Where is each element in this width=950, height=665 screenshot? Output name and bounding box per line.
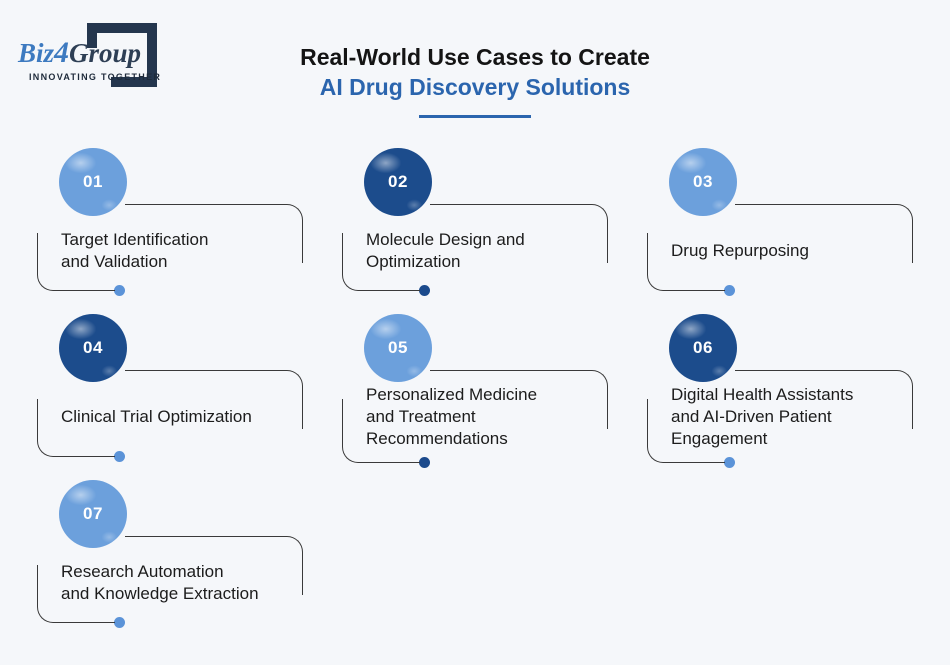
connector-bottom-bracket	[37, 565, 115, 623]
use-case-label: Clinical Trial Optimization	[61, 407, 252, 426]
connector-dot	[724, 285, 735, 296]
step-number: 04	[83, 338, 103, 357]
step-number: 07	[83, 504, 103, 523]
title-underline	[419, 115, 531, 118]
logo-mark-square	[147, 23, 157, 87]
connector-dot	[114, 617, 125, 628]
step-number: 02	[388, 172, 408, 191]
logo-wordmark: Biz4Group	[18, 36, 142, 69]
use-case-item: 04 Clinical Trial Optimization	[30, 314, 335, 479]
connector-dot	[114, 285, 125, 296]
connector-top-bracket	[125, 536, 303, 595]
use-case-item: 02 Molecule Design and Optimization	[335, 148, 640, 313]
step-number-badge: 05	[364, 314, 432, 382]
use-case-item: 03 Drug Repurposing	[640, 148, 945, 313]
logo-mark-square	[87, 23, 157, 33]
logo-mark-square	[87, 23, 97, 48]
connector-bottom-bracket	[37, 399, 115, 457]
connector-top-bracket	[430, 204, 608, 263]
step-number-badge: 07	[59, 480, 127, 548]
step-number: 05	[388, 338, 408, 357]
use-case-item: 06 Digital Health Assistants and AI-Driv…	[640, 314, 945, 479]
step-number-badge: 04	[59, 314, 127, 382]
connector-dot	[724, 457, 735, 468]
step-number-badge: 02	[364, 148, 432, 216]
use-case-label: Drug Repurposing	[671, 241, 809, 260]
connector-bottom-bracket	[647, 399, 725, 463]
title-line2: AI Drug Discovery Solutions	[319, 74, 631, 100]
use-case-item: 05 Personalized Medicine and Treatment R…	[335, 314, 640, 479]
use-case-label: Research Automation and Knowledge Extrac…	[61, 562, 259, 603]
connector-dot	[419, 457, 430, 468]
page-title: Real-World Use Cases to Create AI Drug D…	[230, 42, 720, 118]
connector-top-bracket	[430, 370, 608, 429]
use-case-label: Target Identification and Validation	[61, 230, 209, 271]
title-line1: Real-World Use Cases to Create	[300, 44, 650, 70]
step-number: 03	[693, 172, 713, 191]
connector-top-bracket	[735, 204, 913, 263]
step-number-badge: 01	[59, 148, 127, 216]
use-case-item: 01 Target Identification and Validation	[30, 148, 335, 313]
connector-bottom-bracket	[342, 399, 420, 463]
logo-word-four: 4	[54, 36, 70, 69]
logo-word-biz: Biz	[18, 38, 55, 68]
connector-bottom-bracket	[37, 233, 115, 291]
step-number-badge: 06	[669, 314, 737, 382]
connector-dot	[114, 451, 125, 462]
connector-bottom-bracket	[647, 233, 725, 291]
logo: Biz4Group INNOVATING TOGETHER	[18, 18, 178, 88]
use-case-item: 07 Research Automation and Knowledge Ext…	[30, 480, 335, 645]
connector-top-bracket	[125, 204, 303, 263]
logo-tagline: INNOVATING TOGETHER	[29, 72, 162, 82]
logo-mark-square	[111, 77, 157, 87]
use-case-label: Digital Health Assistants and AI-Driven …	[671, 385, 854, 448]
logo-word-group: Group	[69, 38, 142, 68]
use-case-label: Personalized Medicine and Treatment Reco…	[366, 385, 538, 448]
step-number-badge: 03	[669, 148, 737, 216]
use-case-label: Molecule Design and Optimization	[366, 230, 525, 271]
connector-bottom-bracket	[342, 233, 420, 291]
connector-top-bracket	[735, 370, 913, 429]
step-number: 01	[83, 172, 103, 191]
connector-dot	[419, 285, 430, 296]
step-number: 06	[693, 338, 713, 357]
connector-top-bracket	[125, 370, 303, 429]
